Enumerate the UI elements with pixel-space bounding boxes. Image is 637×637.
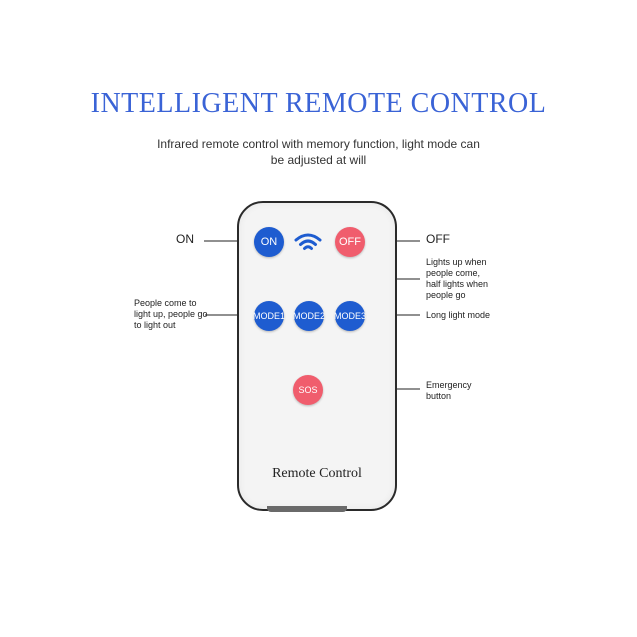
page-subtitle: Infrared remote control with memory func…: [157, 137, 480, 167]
sos-callout: Emergency button: [426, 380, 472, 401]
page-title: INTELLIGENT REMOTE CONTROL: [90, 88, 547, 119]
on-callout: ON: [176, 232, 194, 246]
remote-battery-tab: [267, 506, 347, 512]
mode1-button[interactable]: MODE1: [253, 301, 285, 331]
mode2-callout: Lights up when people come, half lights …: [426, 257, 489, 300]
on-button[interactable]: ON: [254, 227, 284, 257]
mode3-button[interactable]: MODE3: [334, 301, 366, 331]
remote-control-label: Remote Control: [272, 466, 362, 481]
off-callout: OFF: [426, 232, 450, 246]
mode1-callout: People come to light up, people go to li…: [134, 298, 208, 330]
mode3-callout: Long light mode: [426, 310, 491, 320]
wifi-signal-icon: [294, 233, 322, 250]
off-button[interactable]: OFF: [335, 227, 365, 257]
mode2-button[interactable]: MODE2: [293, 301, 325, 331]
sos-button[interactable]: SOS: [293, 375, 323, 405]
